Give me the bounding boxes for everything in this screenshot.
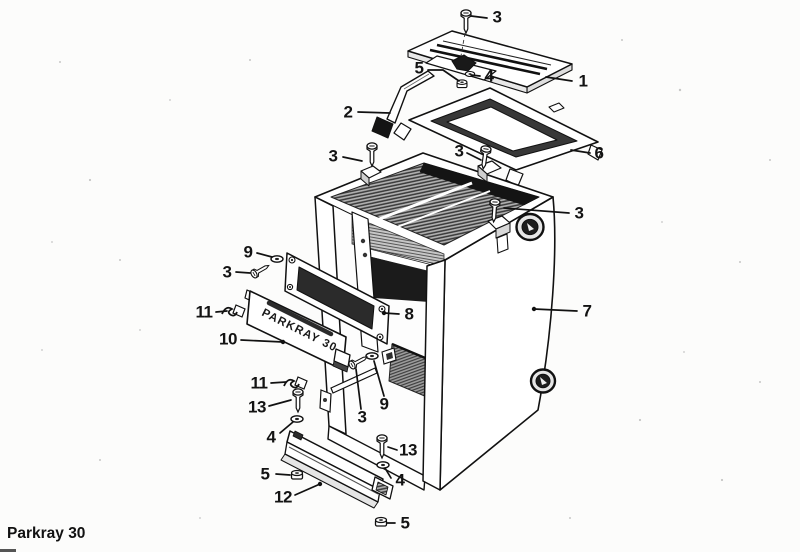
callout-part-13: 13 [248,397,266,417]
part-top-frame-6 [393,87,603,187]
screw-13-left [292,388,304,413]
part-base-panel-12 [280,430,394,509]
callout-part-3: 3 [574,203,584,223]
washer-4-right [376,461,390,469]
callout-part-3: 3 [357,407,367,427]
leader-lines [215,15,591,524]
callout-part-5: 5 [414,58,424,78]
nut-5-left [290,469,304,480]
callout-part-4: 4 [395,470,405,490]
washer-9-bottom [365,352,379,360]
page-edge-mark [0,549,16,552]
callout-part-3: 3 [492,7,502,27]
callout-part-9: 9 [243,242,253,262]
control-knob-top [515,212,545,242]
screw-3-left [366,142,378,167]
callout-part-1: 1 [578,71,588,91]
keeper-bracket [381,347,397,365]
callout-part-11: 11 [250,373,268,393]
paper-speckles [41,39,771,519]
callout-part-3: 3 [222,262,232,282]
part-cabinet-body-7 [314,152,556,491]
bolt-3-upper-left [249,261,272,280]
callout-part-10: 10 [219,329,237,349]
part-inner-frame-8 [284,252,390,345]
control-knob-bottom [529,368,557,394]
callout-part-4: 4 [484,66,494,86]
callout-part-9: 9 [379,394,389,414]
screw-3-top [460,9,472,34]
callout-part-2: 2 [343,102,353,122]
assembly-axis-line [460,32,466,57]
clip-11-bottom [283,376,308,390]
part-handle-2 [371,70,435,139]
callout-part-8: 8 [404,304,414,324]
callout-part-13: 13 [399,440,417,460]
nut-5-bottom [374,516,388,527]
callout-part-3: 3 [328,146,338,166]
callout-part-7: 7 [582,301,592,321]
callout-part-5: 5 [400,513,410,533]
callout-part-12: 12 [274,487,292,507]
callout-part-5: 5 [260,464,270,484]
catch-plate [451,54,477,72]
figure-caption: Parkray 30 [7,525,86,542]
callout-part-4: 4 [266,427,276,447]
callout-part-3: 3 [454,141,464,161]
hinge-bracket [319,389,332,413]
callout-part-11: 11 [195,302,213,322]
callout-part-6: 6 [594,143,604,163]
